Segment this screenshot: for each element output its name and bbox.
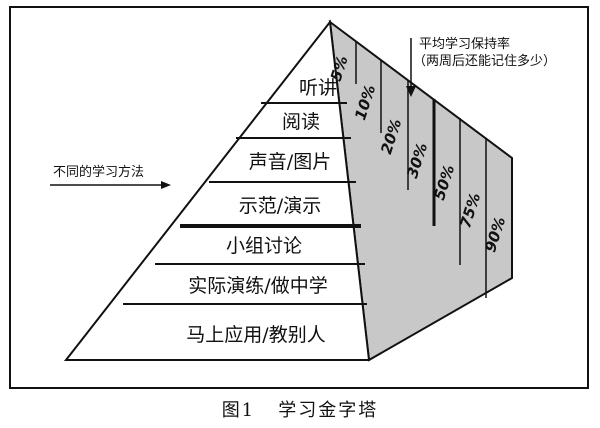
level-label-discussion: 小组讨论 (226, 235, 302, 257)
retention-arrow-head (406, 86, 416, 97)
level-label-reading: 阅读 (282, 111, 320, 133)
level-label-audiovisual: 声音/图片 (249, 151, 331, 173)
level-label-teach-others: 马上应用/教别人 (186, 324, 325, 346)
methods-arrow-head (161, 181, 171, 189)
retention-annotation-subtitle: （两周后还能记住多少） (413, 53, 556, 69)
retention-annotation-title: 平均学习保持率 (419, 36, 510, 52)
level-label-practice: 实际演练/做中学 (188, 275, 327, 297)
figure-caption: 图1 学习金字塔 (222, 400, 379, 421)
level-label-demonstration: 示范/演示 (239, 195, 321, 217)
methods-annotation: 不同的学习方法 (53, 164, 144, 180)
level-label-lecture: 听讲 (299, 77, 337, 99)
pyramid-front-face (63, 19, 371, 361)
